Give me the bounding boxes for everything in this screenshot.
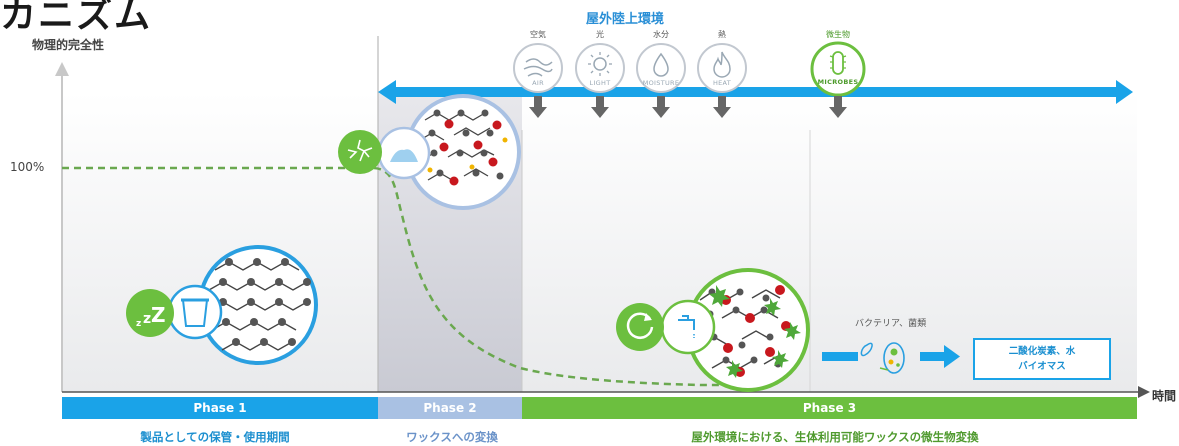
factor-light-name: LIGHT — [589, 79, 611, 87]
phase-1-bar: Phase 1 — [62, 397, 378, 419]
output-box: 二酸化炭素、水 バイオマス — [973, 338, 1111, 380]
faucet-icon — [660, 299, 716, 355]
cycle-icon — [616, 303, 664, 351]
bacteria-label: バクテリア、菌類 — [855, 319, 927, 329]
polymer-molecule-circle — [198, 245, 318, 365]
crack-icon — [338, 130, 382, 174]
environment-title: 屋外陸上環境 — [586, 12, 665, 27]
sleep-icon: z z Z — [126, 289, 174, 337]
factor-heat-name: HEAT — [712, 79, 732, 87]
flame-icon — [697, 43, 747, 93]
phase-3-description: 屋外環境における、生体利用可能ワックスの微生物変換 — [691, 430, 979, 444]
cup-icon — [167, 284, 223, 340]
y-axis-label: 物理的完全性 — [32, 38, 105, 52]
phase-3-bar: Phase 3 — [522, 397, 1137, 419]
factor-microbes-label: 微生物 — [826, 30, 850, 39]
factor-moisture-label: 水分 — [653, 30, 669, 39]
phase-2-description: ワックスへの変換 — [406, 430, 498, 444]
phase-1-description: 製品としての保管・使用期間 — [140, 430, 290, 444]
sun-icon — [575, 43, 625, 93]
factor-air-label: 空気 — [530, 30, 546, 39]
output-line-1: 二酸化炭素、水 — [1008, 346, 1076, 357]
factor-heat-label: 熱 — [718, 30, 726, 39]
factor-microbes-name: MICROBES — [817, 78, 859, 86]
output-line-2: バイオマス — [1018, 361, 1066, 372]
y-axis-tick-100: 100% — [10, 160, 45, 174]
factor-moisture-name: MOISTURE — [642, 79, 680, 87]
page-title: カニズム — [0, 0, 153, 36]
bacteria-flow — [822, 345, 960, 368]
svg-text:z: z — [143, 311, 151, 327]
svg-text:z: z — [136, 319, 141, 329]
water-drop-icon — [636, 43, 686, 93]
bacteria-icon — [860, 342, 905, 374]
powder-icon — [377, 126, 431, 180]
factor-air-name: AIR — [532, 79, 544, 87]
broken-polymer-circle — [405, 94, 521, 210]
phase-2-bar: Phase 2 — [378, 397, 522, 419]
air-icon — [513, 43, 563, 93]
environment-arrow — [392, 87, 1120, 97]
microbe-icon — [810, 41, 866, 97]
x-axis-label: 時間 — [1152, 389, 1177, 403]
factor-arrows — [529, 96, 847, 118]
svg-text:Z: Z — [151, 303, 166, 327]
factor-light-label: 光 — [596, 30, 604, 39]
